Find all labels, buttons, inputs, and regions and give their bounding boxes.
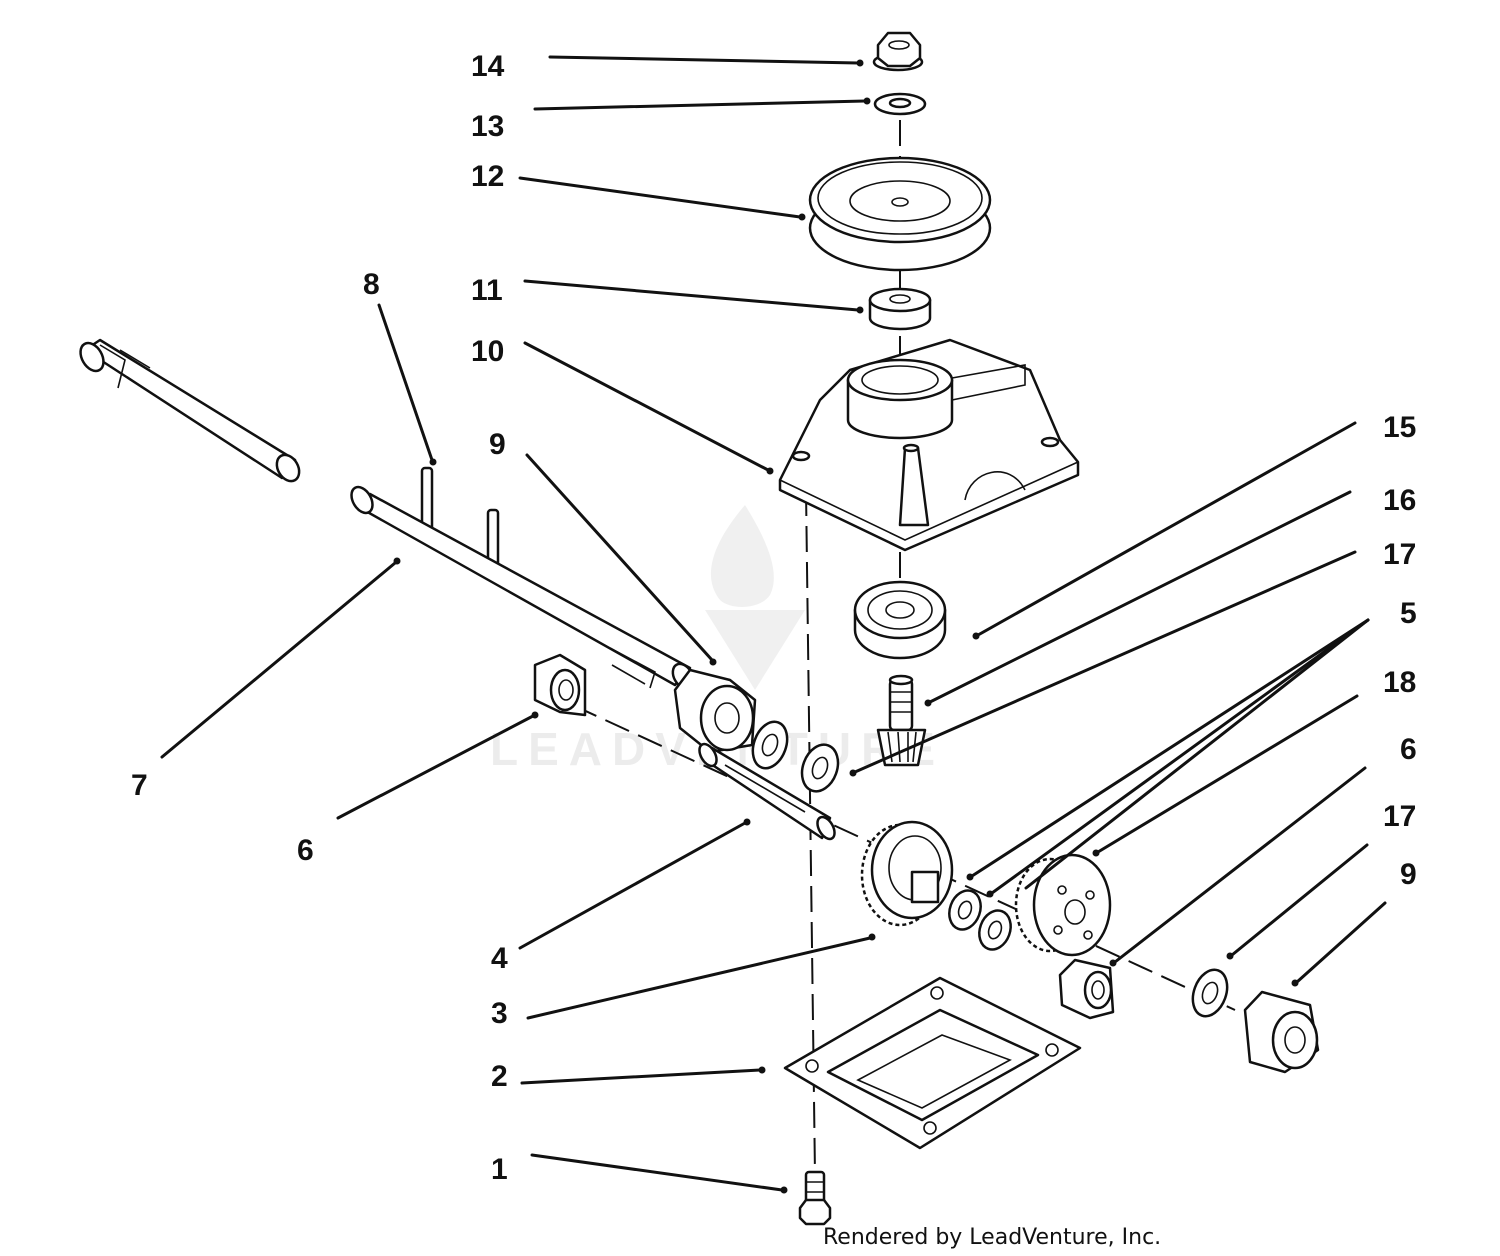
callout-16: 16 [1383,484,1416,517]
part-13-washer [873,92,927,116]
callout-5: 5 [1400,597,1417,630]
leader-lines [160,55,1387,1194]
part-2-gasket [783,976,1082,1150]
part-6-bushing-left [533,653,587,717]
callout-6-left: 6 [297,834,314,867]
credit-text: Rendered by LeadVenture, Inc. [823,1225,1161,1250]
part-1-bolt [798,1170,832,1226]
callout-7: 7 [131,769,148,802]
callout-1: 1 [491,1153,508,1186]
part-9-bushing-right [1243,990,1320,1074]
part-17-washer-mid [800,743,840,793]
callout-9-right: 9 [1400,858,1417,891]
part-12-pulley [808,156,992,272]
callout-18: 18 [1383,666,1416,699]
callout-6-right: 6 [1400,733,1417,766]
callout-4: 4 [491,942,508,975]
callout-17-upper: 17 [1383,538,1416,571]
part-10-gear-housing [778,338,1080,552]
callout-labels: 14 13 12 11 10 8 9 7 6 15 16 17 5 18 6 1… [131,50,1417,1186]
part-14-flange-nut [872,31,924,72]
part-5-washers [948,889,1012,951]
callout-17-lower: 17 [1383,800,1416,833]
part-11-spacer [868,287,932,331]
callout-8: 8 [363,268,380,301]
part-9-bushing [673,668,757,754]
part-15-bearing [853,580,947,660]
part-18-gear [1014,853,1112,957]
part-7-axle-shaft [79,338,301,483]
callout-14: 14 [471,50,505,83]
part-17-washer-right [1191,968,1229,1018]
callout-15: 15 [1383,411,1416,444]
callout-2: 2 [491,1060,508,1093]
part-8-roll-pins [420,466,500,578]
part-4-shaft [698,742,836,841]
part-17-washer-left [751,720,789,770]
callout-13: 13 [471,110,504,143]
callout-12: 12 [471,160,504,193]
callout-3: 3 [491,997,508,1030]
part-6-bushing-right [1058,958,1115,1020]
part-7-main-axle [350,485,695,690]
part-3-gear [860,820,954,927]
callout-9: 9 [489,428,506,461]
callout-10: 10 [471,335,504,368]
callout-11: 11 [471,274,503,307]
